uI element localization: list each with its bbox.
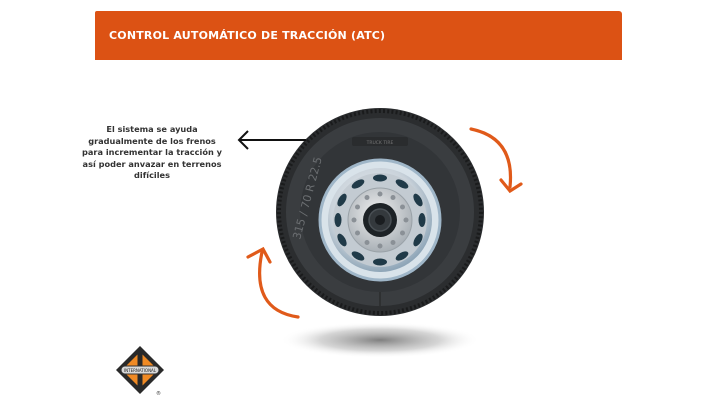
international-logo: INTERNATIONAL ® bbox=[116, 346, 164, 397]
pointer-arrow-icon bbox=[237, 130, 306, 150]
rotation-arrow-right-icon bbox=[469, 127, 523, 194]
tire-brand-label: TRUCK TIRE bbox=[366, 140, 394, 146]
rim bbox=[318, 158, 442, 282]
registered-mark: ® bbox=[156, 390, 161, 397]
rotation-arrow-left-icon bbox=[246, 246, 300, 319]
caption-text: El sistema se ayuda gradualmente de los … bbox=[82, 124, 222, 180]
logo-text: INTERNATIONAL bbox=[124, 368, 157, 373]
ground-shadow bbox=[280, 322, 480, 358]
page-title: CONTROL AUTOMÁTICO DE TRACCIÓN (ATC) bbox=[109, 29, 386, 42]
title-banner: CONTROL AUTOMÁTICO DE TRACCIÓN (ATC) bbox=[95, 11, 622, 60]
